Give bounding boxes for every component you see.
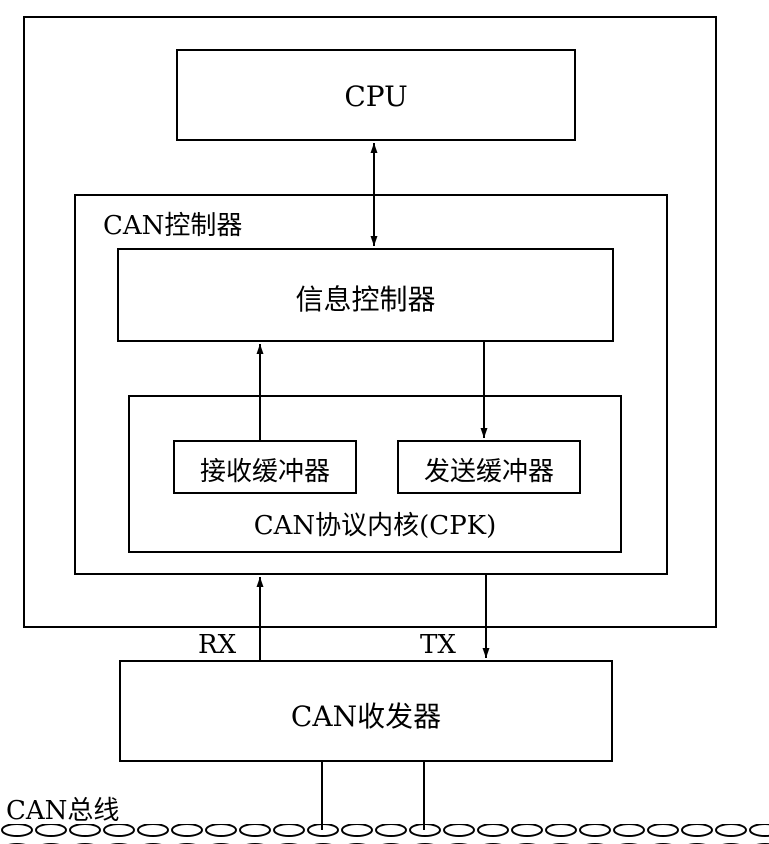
transmit-buffer-block [397, 440, 581, 494]
outer-system-box [23, 16, 717, 628]
can-controller-label: CAN控制器 [103, 211, 243, 241]
protocol-kernel-label: CAN协议内核(CPK) [253, 511, 497, 541]
can-bus-chain [0, 824, 769, 844]
transmit-buffer-label: 发送缓冲器 [423, 457, 554, 487]
message-controller-block [117, 248, 614, 342]
cpu-block [176, 49, 576, 141]
receive-buffer-block [173, 440, 357, 494]
can-bus-label: CAN总线 [6, 796, 120, 826]
message-controller-label: 信息控制器 [295, 283, 436, 316]
transceiver-label: CAN收发器 [290, 700, 442, 733]
receive-buffer-label: 接收缓冲器 [199, 457, 330, 487]
cpu-label: CPU [344, 80, 408, 113]
tx-label: TX [420, 630, 456, 660]
rx-label: RX [198, 630, 237, 660]
protocol-kernel-block [128, 395, 622, 553]
transceiver-block [119, 660, 613, 762]
